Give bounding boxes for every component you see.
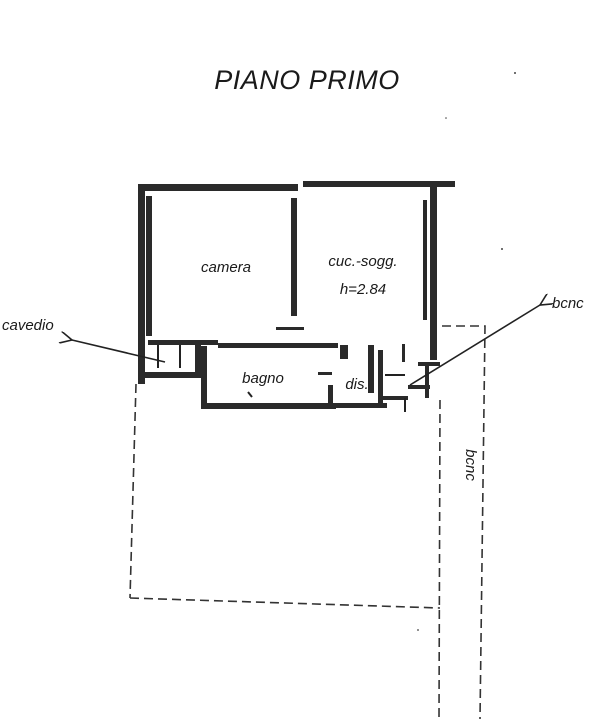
room-label-hall: dis. — [345, 376, 368, 393]
room-label-camera: camera — [201, 259, 251, 276]
cavedio-arrow — [72, 340, 166, 363]
room-label-bathroom: bagno — [242, 370, 284, 387]
door-swings — [157, 345, 406, 412]
boundary-dashed — [129, 325, 486, 719]
interior-walls — [148, 198, 440, 409]
bcnc-label-side: bcnc — [462, 449, 479, 481]
cavedio-label: cavedio — [2, 317, 54, 334]
exterior-walls — [138, 181, 455, 384]
room-label-kitchen: cuc.-sogg. — [328, 253, 397, 270]
bcnc-arrow — [409, 305, 540, 386]
room-height-label: h=2.84 — [340, 281, 386, 298]
bcnc-label-top: bcnc — [552, 295, 584, 312]
plan-title: PIANO PRIMO — [214, 65, 400, 95]
